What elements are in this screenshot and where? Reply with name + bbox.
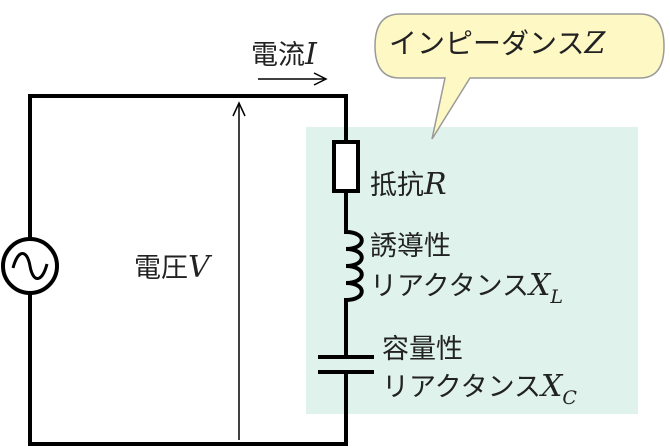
resistor-label: 抵抗R bbox=[370, 170, 447, 200]
inductive-label-line1: 誘導性 bbox=[370, 233, 451, 260]
inductive-label-line2: リアクタンスXL bbox=[370, 268, 563, 307]
voltage-arrow bbox=[232, 101, 246, 440]
current-variable: I bbox=[305, 37, 317, 72]
inductive-type-text: 誘導性 bbox=[370, 231, 451, 262]
resistor-text: 抵抗 bbox=[370, 170, 424, 201]
impedance-callout bbox=[374, 13, 665, 140]
capacitive-label-line2: リアクタンスXC bbox=[382, 369, 577, 408]
inductive-reactance-text: リアクタンス bbox=[370, 271, 530, 302]
voltage-label: 電圧V bbox=[134, 253, 210, 283]
inductor-symbol bbox=[345, 230, 364, 302]
ac-source-symbol bbox=[1, 237, 59, 295]
inductive-variable: X bbox=[529, 268, 551, 303]
voltage-variable: V bbox=[188, 250, 210, 285]
impedance-text: インピーダンス bbox=[389, 27, 585, 60]
current-text: 電流 bbox=[251, 40, 305, 71]
resistor-symbol bbox=[332, 140, 360, 193]
capacitive-variable: X bbox=[541, 369, 563, 404]
capacitor-symbol bbox=[318, 355, 374, 374]
impedance-label: インピーダンスZ bbox=[389, 29, 605, 59]
capacitive-type-text: 容量性 bbox=[382, 334, 463, 365]
circuit-wires bbox=[28, 94, 348, 446]
current-label: 電流I bbox=[251, 40, 317, 70]
capacitive-subscript: C bbox=[562, 387, 577, 409]
resistor-variable: R bbox=[424, 167, 447, 202]
capacitive-label-line1: 容量性 bbox=[382, 336, 463, 363]
impedance-variable: Z bbox=[584, 26, 606, 61]
voltage-text: 電圧 bbox=[134, 253, 188, 284]
capacitive-reactance-text: リアクタンス bbox=[382, 372, 542, 403]
inductive-subscript: L bbox=[550, 286, 564, 308]
current-arrow bbox=[258, 72, 328, 86]
